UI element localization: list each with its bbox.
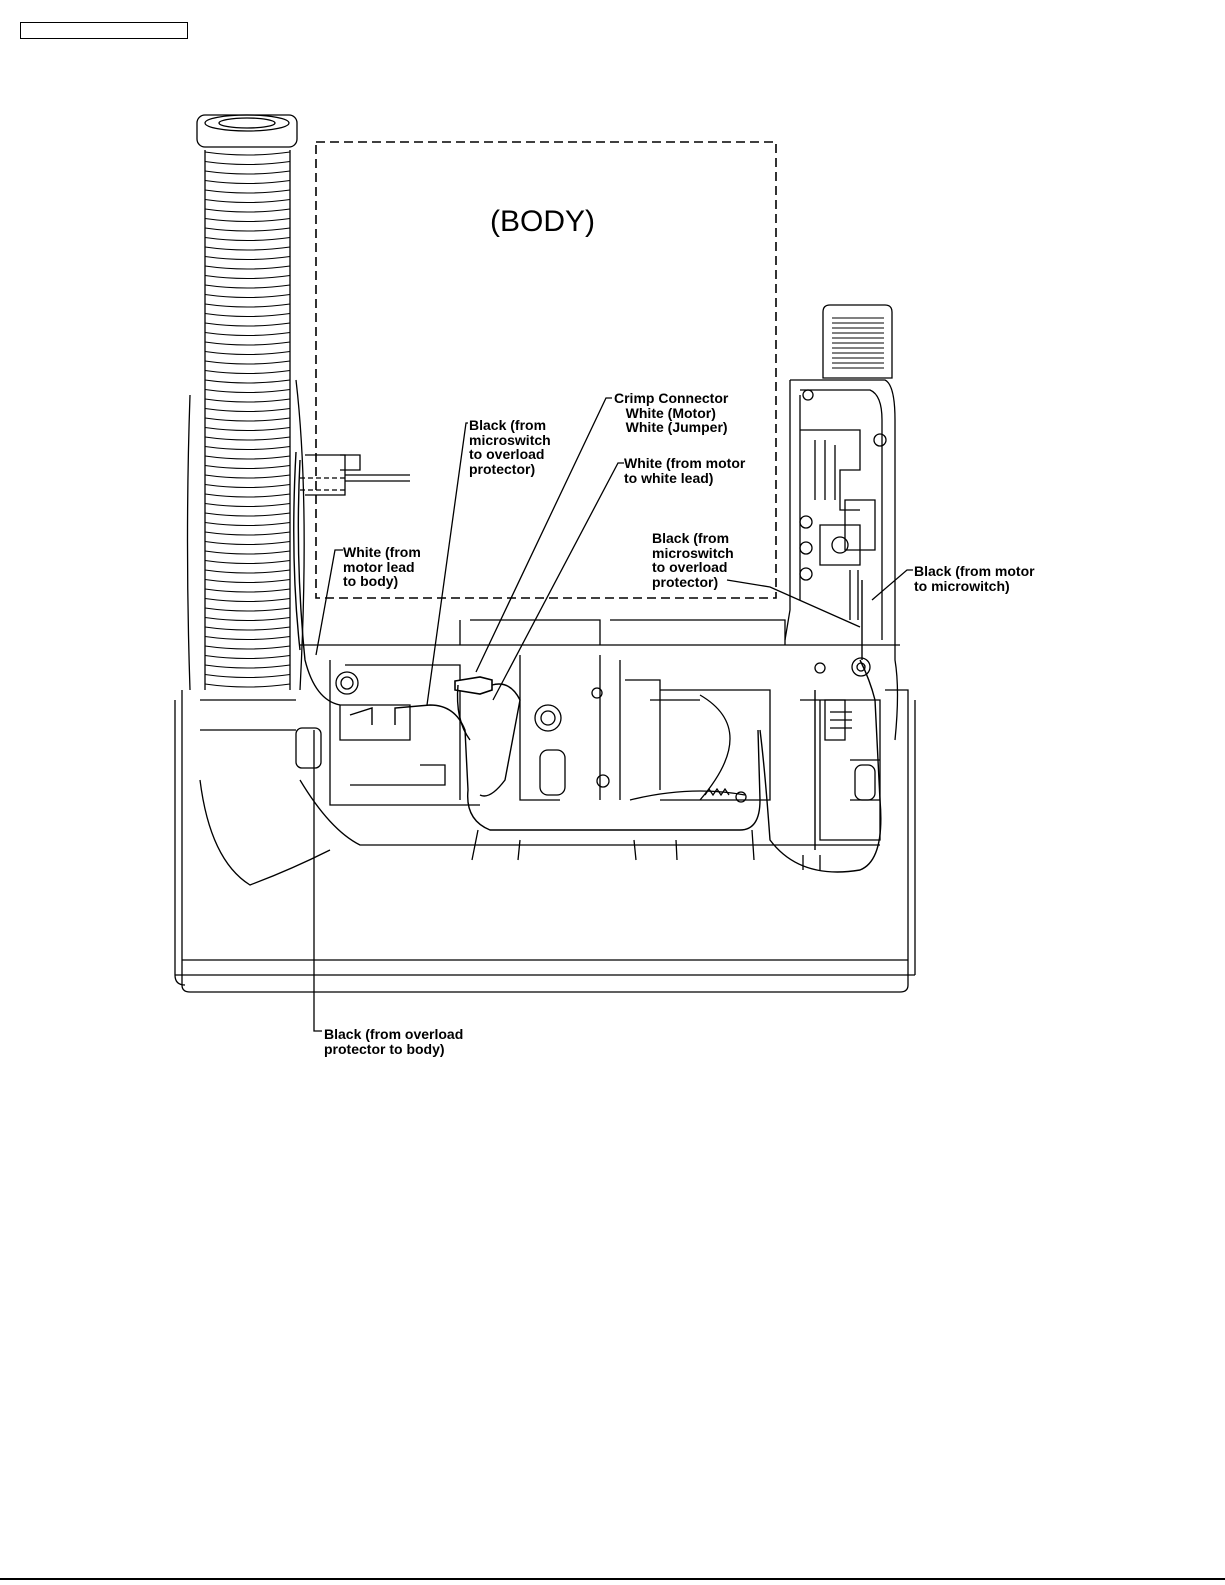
hose-rib (205, 200, 290, 203)
hose-rib (205, 266, 290, 269)
hose-rib (205, 209, 290, 212)
hose-rib (205, 314, 290, 317)
hose-rib (205, 551, 290, 554)
hose-rib (205, 181, 290, 184)
hose-rib (205, 247, 290, 250)
hose-rib (205, 190, 290, 193)
hose-rib (205, 152, 290, 155)
hose-rib (205, 580, 290, 583)
hose-rib (205, 684, 290, 687)
callout-crimp-connector: Crimp Connector White (Motor) White (Jum… (614, 391, 728, 435)
hose-rib (205, 589, 290, 592)
callout-white-motor-lead-body: White (from motor lead to body) (343, 545, 421, 589)
hose-rib (205, 257, 290, 260)
hose-rib (205, 618, 290, 621)
hose-rib (205, 276, 290, 279)
hose-rib (205, 238, 290, 241)
hose-rib (205, 390, 290, 393)
hose-rib (205, 342, 290, 345)
hose-rib (205, 504, 290, 507)
hose-rib (205, 523, 290, 526)
hose-rib (205, 333, 290, 336)
hose-rib (205, 323, 290, 326)
hose-rib (205, 304, 290, 307)
callout-black-motor-microswitch: Black (from motor to microwitch) (914, 564, 1035, 593)
hose-rib (205, 285, 290, 288)
leader-lines (314, 398, 913, 1031)
callout-white-motor-white-lead: White (from motor to white lead) (624, 456, 745, 485)
hose-rib (205, 646, 290, 649)
hose-rib (205, 399, 290, 402)
hose-rib (205, 542, 290, 545)
hose-rib (205, 466, 290, 469)
hose-rib (205, 437, 290, 440)
callout-black-microswitch-right: Black (from microswitch to overload prot… (652, 531, 734, 589)
hose-rib (205, 380, 290, 383)
hose-rib (205, 637, 290, 640)
hose-rib (205, 228, 290, 231)
body-label: (BODY) (490, 205, 595, 239)
hose-rib (205, 171, 290, 174)
hose-rib (205, 162, 290, 165)
hose-rib (205, 513, 290, 516)
hose-rib (205, 665, 290, 668)
hose (188, 115, 305, 690)
hose-rib (205, 456, 290, 459)
hose-rib (205, 371, 290, 374)
crimp-connector (455, 677, 492, 694)
hose-rib (205, 494, 290, 497)
hose-rib (205, 295, 290, 298)
hose-rib (205, 608, 290, 611)
hose-rib (205, 532, 290, 535)
wires (294, 452, 881, 872)
hose-rib (205, 656, 290, 659)
callout-black-microswitch-left: Black (from microswitch to overload prot… (469, 418, 551, 476)
hose-rib (205, 599, 290, 602)
hose-rib (205, 447, 290, 450)
callout-black-overload-body: Black (from overload protector to body) (324, 1027, 463, 1056)
hose-rib (205, 219, 290, 222)
hose-rib (205, 352, 290, 355)
hose-rib (205, 428, 290, 431)
hose-rib (205, 675, 290, 678)
footer-rule (0, 1578, 1225, 1580)
hose-rib (205, 627, 290, 630)
hose-rib (205, 409, 290, 412)
hose-rib (205, 561, 290, 564)
hose-rib (205, 570, 290, 573)
base-housing (175, 620, 915, 992)
hose-rib (205, 361, 290, 364)
pedal-switch-assembly (785, 305, 898, 740)
hose-rib (205, 475, 290, 478)
hose-rib (205, 418, 290, 421)
hose-rib (205, 485, 290, 488)
